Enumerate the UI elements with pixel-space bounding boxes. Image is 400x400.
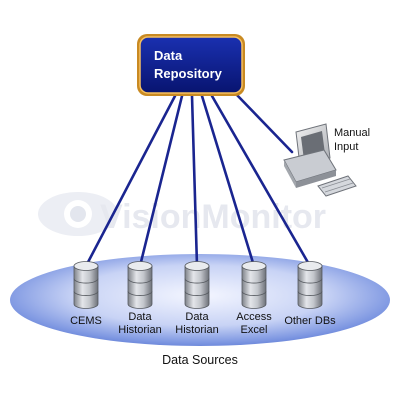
data-repository-node: Data Repository — [137, 34, 245, 96]
source-other-dbs: Other DBs — [284, 261, 336, 327]
source-label-line: Excel — [241, 324, 268, 336]
computer-icon — [283, 123, 357, 197]
source-cems: CEMS — [70, 261, 102, 327]
database-cylinder-icon — [297, 261, 323, 309]
connector-other-dbs — [210, 94, 312, 268]
manual-input-label-line2: Input — [334, 141, 358, 153]
connector-data-historian-2 — [190, 94, 199, 268]
source-label-line: Access — [236, 311, 272, 323]
database-cylinder-icon — [127, 261, 153, 309]
manual-input-label-line1: Manual — [334, 127, 370, 139]
repository-label-line1: Data — [154, 48, 183, 63]
repository-label-line2: Repository — [154, 66, 223, 81]
source-label-line: Historian — [175, 324, 218, 336]
connector-access-excel — [200, 94, 256, 268]
watermark: VisionMonitor — [38, 192, 326, 236]
source-label-line: Data — [128, 311, 152, 323]
watermark-text: VisionMonitor — [100, 198, 326, 236]
source-label-line: Data — [185, 311, 209, 323]
source-label-line: Other DBs — [284, 315, 336, 327]
connectors — [84, 92, 312, 268]
manual-input-node: Manual Input — [283, 123, 370, 197]
connector-manual-input — [234, 92, 294, 154]
data-sources-label: Data Sources — [162, 353, 238, 367]
source-label-line: CEMS — [70, 315, 102, 327]
source-label-line: Historian — [118, 324, 161, 336]
database-cylinder-icon — [73, 261, 99, 309]
connector-data-historian-1 — [138, 94, 184, 268]
connector-cems — [84, 94, 177, 268]
database-cylinder-icon — [241, 261, 267, 309]
database-cylinder-icon — [184, 261, 210, 309]
